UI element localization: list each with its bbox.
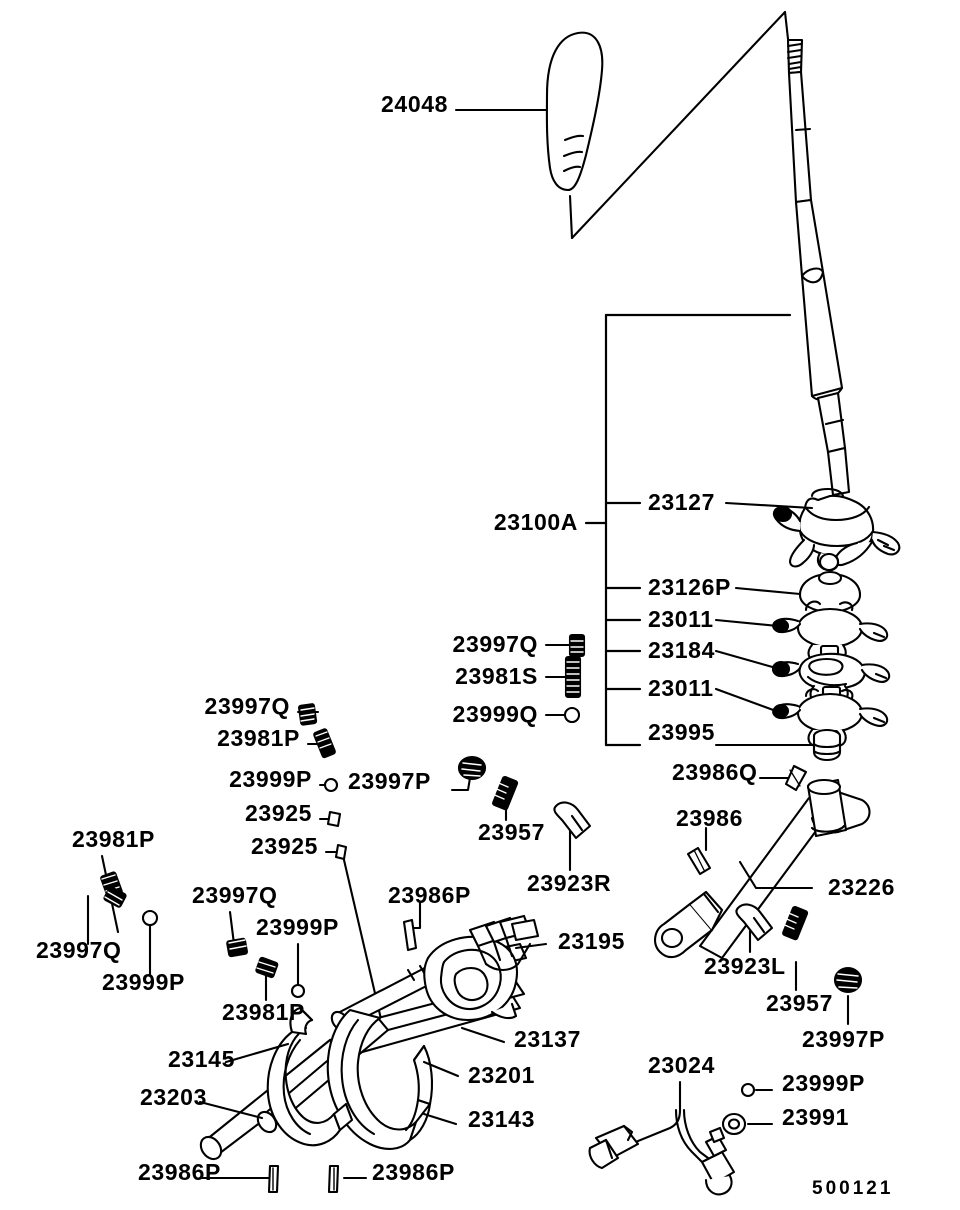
part-label-23991: 23991 bbox=[782, 1104, 849, 1130]
part-ball-23999P-a bbox=[318, 777, 339, 793]
part-label-23981S: 23981S bbox=[455, 663, 538, 689]
part-label-23957-b: 23957 bbox=[766, 990, 833, 1016]
part-spring-23957-a bbox=[489, 775, 519, 822]
part-label-23986P-c: 23986P bbox=[372, 1159, 455, 1185]
part-ball-23999P-d bbox=[740, 1082, 774, 1098]
part-label-23999Q: 23999Q bbox=[452, 701, 538, 727]
part-pin-23925-a bbox=[318, 810, 342, 828]
part-rollpin-23986 bbox=[686, 826, 712, 876]
part-label-23997Q-a: 23997Q bbox=[452, 631, 538, 657]
part-pin-23923R bbox=[553, 801, 592, 872]
part-label-23143: 23143 bbox=[468, 1106, 535, 1132]
part-shift-knob-24048 bbox=[545, 31, 604, 192]
part-label-23999P-c: 23999P bbox=[256, 914, 339, 940]
part-label-23925-a: 23925 bbox=[245, 800, 312, 826]
part-label-23997Q-b: 23997Q bbox=[204, 693, 290, 719]
leader-23226 bbox=[738, 860, 814, 890]
part-label-23923L: 23923L bbox=[704, 953, 786, 979]
part-label-23999P-b: 23999P bbox=[102, 969, 185, 995]
part-label-23997P-a: 23997P bbox=[348, 768, 431, 794]
part-label-23981P-c: 23981P bbox=[222, 999, 305, 1025]
leader-23126P bbox=[734, 586, 802, 596]
part-label-23986P-b: 23986P bbox=[138, 1159, 221, 1185]
part-label-23011-upper: 23011 bbox=[648, 606, 714, 632]
part-label-23925-b: 23925 bbox=[251, 833, 318, 859]
part-label-23100A: 23100A bbox=[493, 509, 578, 535]
part-label-23195: 23195 bbox=[558, 928, 625, 954]
part-label-23997Q-c: 23997Q bbox=[36, 937, 122, 963]
leader-23143 bbox=[422, 1112, 458, 1126]
leader-23011-lower bbox=[714, 687, 778, 713]
part-label-23184: 23184 bbox=[648, 637, 715, 663]
part-bolt-23997Q-b bbox=[296, 703, 320, 726]
part-label-23201: 23201 bbox=[468, 1062, 535, 1088]
part-shift-rail-housing-23201 bbox=[199, 914, 540, 1161]
part-spring-23957-b bbox=[779, 905, 809, 992]
part-label-23999P-a: 23999P bbox=[229, 766, 312, 792]
part-label-23981P-a: 23981P bbox=[217, 725, 300, 751]
part-bushing-23995 bbox=[812, 728, 842, 762]
part-bushing-23126P bbox=[798, 570, 862, 614]
part-label-24048: 24048 bbox=[381, 91, 448, 117]
part-label-23981P-b: 23981P bbox=[72, 826, 155, 852]
leader-23137 bbox=[460, 1026, 506, 1044]
part-label-23986: 23986 bbox=[676, 805, 743, 831]
leader-23145 bbox=[224, 1042, 290, 1064]
figure-number: 500121 bbox=[812, 1178, 894, 1199]
leader-23201 bbox=[422, 1060, 460, 1078]
part-rollpin-23986Q bbox=[758, 764, 808, 792]
part-bolt-23997Q-d bbox=[226, 910, 248, 958]
part-gasket-23011-upper bbox=[772, 600, 889, 663]
part-nut-23997P-b bbox=[833, 966, 863, 1026]
knob-guide-line-left bbox=[568, 194, 574, 240]
part-ball-23999P-b bbox=[141, 909, 159, 978]
part-label-23997P-b: 23997P bbox=[802, 1026, 885, 1052]
part-bolt-23997Q-c bbox=[86, 886, 127, 946]
part-label-23011-lower: 23011 bbox=[648, 675, 714, 701]
part-bolt-23997Q-a bbox=[544, 633, 586, 658]
bracket-23100A bbox=[584, 313, 792, 747]
part-spring-23981S bbox=[544, 655, 582, 699]
part-shift-lever-rod bbox=[786, 38, 851, 497]
part-label-23957-a: 23957 bbox=[478, 819, 545, 845]
leader-23184 bbox=[714, 649, 778, 670]
part-boot-23127 bbox=[772, 487, 901, 572]
part-oring-23991 bbox=[721, 1112, 774, 1136]
part-label-23923R: 23923R bbox=[527, 870, 612, 896]
leader-23011-upper bbox=[714, 618, 780, 628]
part-ball-23999Q bbox=[544, 706, 581, 724]
part-label-23126P: 23126P bbox=[648, 574, 731, 600]
part-label-23203: 23203 bbox=[140, 1084, 207, 1110]
part-pin-23923L bbox=[735, 903, 774, 954]
leader-23203 bbox=[198, 1100, 264, 1120]
part-label-23024: 23024 bbox=[648, 1052, 715, 1078]
part-rollpin-23986P-b bbox=[200, 1164, 280, 1194]
part-ball-23999P-c bbox=[290, 942, 306, 999]
part-label-23999P-d: 23999P bbox=[782, 1070, 865, 1096]
part-label-23145: 23145 bbox=[168, 1046, 235, 1072]
part-label-23127: 23127 bbox=[648, 489, 715, 515]
part-label-23997Q-d: 23997Q bbox=[192, 882, 278, 908]
part-spring-23981P-a bbox=[306, 728, 336, 759]
part-rollpin-23986P-c bbox=[327, 1164, 368, 1194]
part-switch-23024 bbox=[588, 1080, 736, 1196]
part-pin-23986P-a bbox=[402, 900, 422, 952]
part-spring-23981P-c bbox=[255, 956, 279, 1002]
leader-23195 bbox=[514, 942, 548, 950]
part-label-23986P-a: 23986P bbox=[388, 882, 471, 908]
part-plate-23184 bbox=[771, 652, 891, 704]
part-label-23986Q: 23986Q bbox=[672, 759, 758, 785]
part-nut-23997P-a bbox=[450, 755, 487, 792]
part-shift-rod-23226 bbox=[654, 778, 871, 960]
leader-23127 bbox=[724, 501, 814, 510]
part-label-23137: 23137 bbox=[514, 1026, 581, 1052]
part-label-23995: 23995 bbox=[648, 719, 715, 745]
part-label-23226: 23226 bbox=[828, 874, 895, 900]
knob-guide-line-diagonal bbox=[570, 10, 787, 240]
